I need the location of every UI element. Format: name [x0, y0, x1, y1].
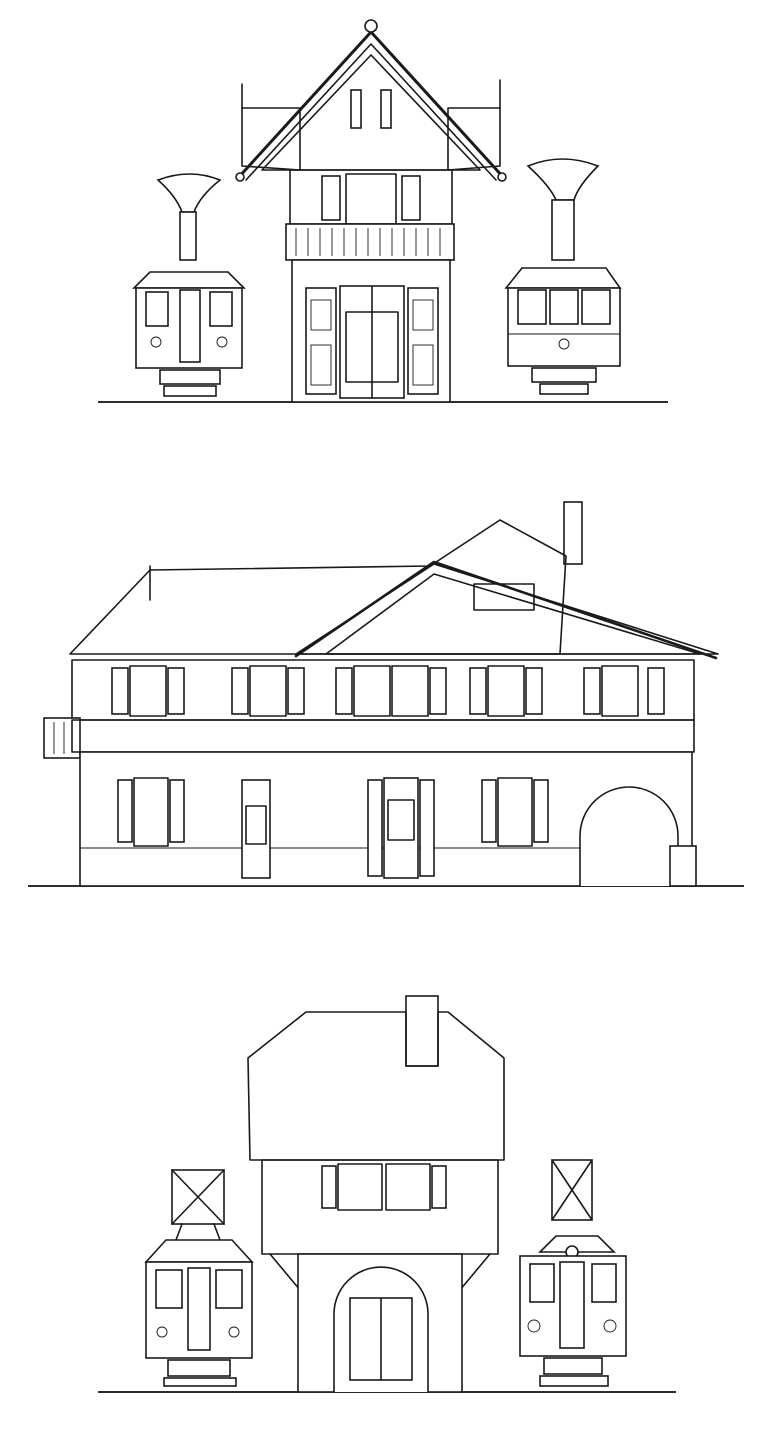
tram-left — [132, 173, 246, 397]
station-gable-building — [235, 19, 507, 403]
pantograph — [156, 173, 222, 213]
station-tower-building — [247, 995, 505, 1393]
tram-right — [504, 158, 622, 395]
cross-gable — [325, 573, 701, 655]
main-roof — [69, 519, 567, 655]
chimney — [405, 995, 439, 1067]
right-side-roof — [447, 107, 501, 171]
balcony-railing — [285, 223, 455, 261]
station-long-building — [43, 501, 719, 887]
shutter — [321, 175, 341, 221]
chimney — [563, 501, 583, 565]
tram-left — [144, 1169, 254, 1387]
archway — [579, 786, 679, 886]
tram-right — [519, 1159, 627, 1387]
tower-upper-floor — [261, 1159, 499, 1255]
upper-window — [345, 173, 397, 225]
tower-roof — [247, 1011, 505, 1161]
elevation-tower-end — [98, 995, 676, 1393]
finial — [364, 19, 378, 33]
elevation-long-side — [28, 501, 744, 887]
main-door — [383, 777, 419, 879]
pantograph — [526, 158, 600, 201]
shutter — [401, 175, 421, 221]
elevation-gable-end — [98, 19, 668, 403]
